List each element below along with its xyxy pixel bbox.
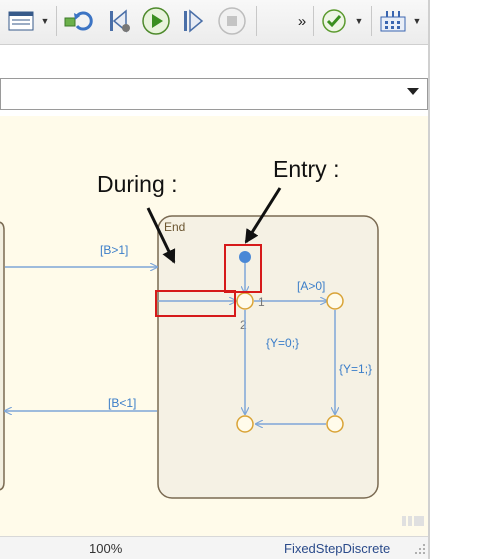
toolbar-separator bbox=[371, 6, 372, 36]
entry-annotation: Entry : bbox=[273, 156, 339, 182]
status-bar: 100% FixedStepDiscrete bbox=[0, 536, 430, 559]
during-highlight-box bbox=[155, 290, 236, 317]
during-annotation: During : bbox=[97, 171, 178, 197]
more-icon[interactable]: » bbox=[297, 12, 307, 30]
guard-a-gt-label: [A>0] bbox=[297, 279, 325, 293]
minimap-icon[interactable] bbox=[402, 516, 424, 526]
left-state-block[interactable] bbox=[0, 221, 5, 491]
toolbar-separator bbox=[313, 6, 314, 36]
chevron-down-icon[interactable] bbox=[407, 88, 419, 95]
guard-b-lt-label: [B<1] bbox=[108, 396, 136, 410]
window-border bbox=[428, 0, 430, 559]
end-state-block[interactable] bbox=[157, 215, 379, 499]
order-2-label: 2 bbox=[240, 318, 247, 332]
table-dropdown-caret-icon[interactable]: ▼ bbox=[40, 16, 50, 26]
action-y0-label: {Y=0;} bbox=[266, 336, 299, 350]
toolbar-separator bbox=[256, 6, 257, 36]
junction-bottom-left[interactable] bbox=[236, 415, 254, 433]
address-bar[interactable] bbox=[0, 78, 428, 110]
check-dropdown-caret-icon[interactable]: ▼ bbox=[354, 16, 364, 26]
resize-grip-icon[interactable] bbox=[414, 543, 426, 555]
default-transition-dot[interactable] bbox=[239, 251, 251, 263]
zoom-level: 100% bbox=[89, 541, 123, 556]
table-icon[interactable] bbox=[4, 6, 38, 36]
refresh-icon[interactable] bbox=[62, 6, 96, 36]
order-1-label: 1 bbox=[258, 295, 265, 309]
grid-dropdown-caret-icon[interactable]: ▼ bbox=[412, 16, 422, 26]
check-icon[interactable] bbox=[318, 6, 350, 36]
grid-icon[interactable] bbox=[376, 6, 410, 36]
toolbar: ▼ bbox=[0, 0, 430, 45]
step-forward-icon[interactable] bbox=[178, 6, 208, 36]
run-icon[interactable] bbox=[140, 6, 172, 36]
entry-arrow bbox=[244, 187, 282, 244]
solver-name[interactable]: FixedStepDiscrete bbox=[284, 541, 391, 556]
junction-bottom-right[interactable] bbox=[326, 415, 344, 433]
state-name-label: End bbox=[164, 220, 185, 234]
step-back-icon[interactable] bbox=[104, 6, 134, 36]
stop-icon[interactable] bbox=[216, 6, 248, 36]
entry-highlight-box bbox=[224, 244, 262, 293]
guard-b-gt-label: [B>1] bbox=[100, 243, 128, 257]
toolbar-separator bbox=[56, 6, 57, 36]
junction-top-right[interactable] bbox=[326, 292, 344, 310]
during-arrow bbox=[146, 207, 176, 264]
action-y1-label: {Y=1;} bbox=[339, 362, 372, 376]
junction-top-left[interactable] bbox=[236, 292, 254, 310]
